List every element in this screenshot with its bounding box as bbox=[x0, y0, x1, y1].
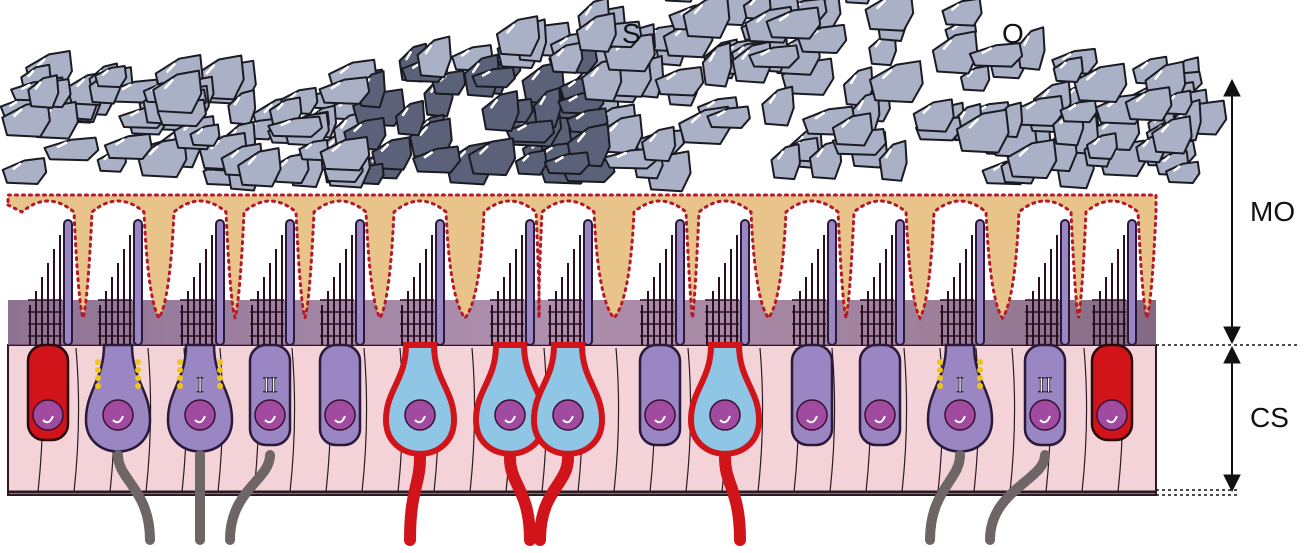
otoconium bbox=[662, 0, 697, 2]
kinocilium bbox=[828, 220, 836, 345]
kinocilium bbox=[676, 220, 684, 345]
synapse bbox=[135, 383, 141, 389]
hair-cell-type-marker: I bbox=[956, 372, 963, 397]
synapse bbox=[217, 367, 223, 373]
synapse bbox=[937, 367, 943, 373]
synapse bbox=[135, 367, 141, 373]
hair-cell-type-marker: I bbox=[196, 372, 203, 397]
otoconium bbox=[320, 77, 370, 104]
hair-cell-type-i bbox=[168, 345, 232, 452]
kinocilium bbox=[896, 220, 904, 345]
nucleus bbox=[945, 400, 975, 430]
nucleus bbox=[325, 400, 355, 430]
hair-cell-type-ii bbox=[792, 345, 832, 445]
otoconium bbox=[942, 0, 981, 26]
synapse bbox=[217, 375, 223, 381]
nucleus bbox=[495, 400, 525, 430]
otoconium bbox=[683, 0, 729, 38]
kinocilium bbox=[741, 220, 749, 345]
otoconium bbox=[418, 37, 451, 78]
synapse bbox=[937, 375, 943, 381]
otoconia-label: O bbox=[1002, 20, 1024, 48]
kinocilium bbox=[584, 220, 592, 345]
otoconium bbox=[516, 150, 547, 174]
kinocilium bbox=[526, 220, 534, 345]
otoconium bbox=[762, 87, 793, 126]
synapse bbox=[977, 359, 983, 365]
synapse bbox=[937, 383, 943, 389]
synapse bbox=[977, 383, 983, 389]
nucleus bbox=[797, 400, 827, 430]
synapse bbox=[177, 367, 183, 373]
synapse bbox=[937, 359, 943, 365]
synapse bbox=[95, 359, 101, 365]
otoconium bbox=[1126, 87, 1172, 120]
synapse bbox=[95, 375, 101, 381]
synapse bbox=[177, 383, 183, 389]
otoconium bbox=[870, 61, 923, 102]
nucleus bbox=[865, 400, 895, 430]
kinocilium bbox=[976, 220, 984, 345]
otoconium bbox=[3, 158, 46, 184]
otoconium bbox=[45, 138, 99, 161]
synapse bbox=[135, 375, 141, 381]
otoconium bbox=[866, 0, 914, 31]
hair-cell-type-i bbox=[86, 345, 150, 452]
synapse bbox=[177, 359, 183, 365]
otoconium bbox=[844, 0, 874, 4]
hair-cells: IIIIII bbox=[28, 345, 1132, 454]
otoconium bbox=[105, 134, 152, 159]
kinocilium bbox=[134, 220, 142, 345]
synapse bbox=[95, 367, 101, 373]
synapse bbox=[95, 383, 101, 389]
cellular-layer-label: CS bbox=[1250, 404, 1289, 432]
kinocilium bbox=[1061, 220, 1069, 345]
otoconium bbox=[642, 127, 675, 161]
kinocilium bbox=[216, 220, 224, 345]
otoconium bbox=[771, 144, 800, 179]
hair-cell-type-ii bbox=[320, 345, 360, 445]
hair-cell-type-marker: II bbox=[263, 372, 278, 397]
synapse bbox=[217, 383, 223, 389]
kinocilium bbox=[436, 220, 444, 345]
otoconia-crystals bbox=[1, 0, 1227, 191]
hair-cell-type-i bbox=[928, 345, 992, 452]
otoconium bbox=[497, 16, 539, 56]
nucleus bbox=[405, 400, 435, 430]
kinocilium bbox=[64, 220, 72, 345]
kinocilium bbox=[286, 220, 294, 345]
otoconium bbox=[933, 31, 978, 73]
nucleus bbox=[710, 400, 740, 430]
synapse bbox=[977, 375, 983, 381]
nucleus bbox=[255, 400, 285, 430]
kinocilium bbox=[356, 220, 364, 345]
hair-cell-type-ii bbox=[640, 345, 680, 445]
kinocilium bbox=[1128, 220, 1136, 345]
otoconium bbox=[469, 138, 515, 175]
nucleus bbox=[1097, 400, 1127, 430]
nucleus bbox=[103, 400, 133, 430]
otolithic-membrane-label: MO bbox=[1250, 198, 1295, 226]
hair-cell-type-marker: II bbox=[1038, 372, 1053, 397]
hair-cell-type-ii bbox=[860, 345, 900, 445]
nucleus bbox=[553, 400, 583, 430]
synapse bbox=[217, 359, 223, 365]
synapse bbox=[177, 375, 183, 381]
hair-cell-red bbox=[28, 345, 68, 440]
synapse bbox=[977, 367, 983, 373]
synapse bbox=[135, 359, 141, 365]
striola-label: S bbox=[622, 20, 641, 48]
nucleus bbox=[185, 400, 215, 430]
nucleus bbox=[1030, 400, 1060, 430]
nucleus bbox=[645, 400, 675, 430]
otoconium bbox=[914, 99, 954, 131]
nucleus bbox=[33, 400, 63, 430]
hair-cell-red bbox=[1092, 345, 1132, 440]
